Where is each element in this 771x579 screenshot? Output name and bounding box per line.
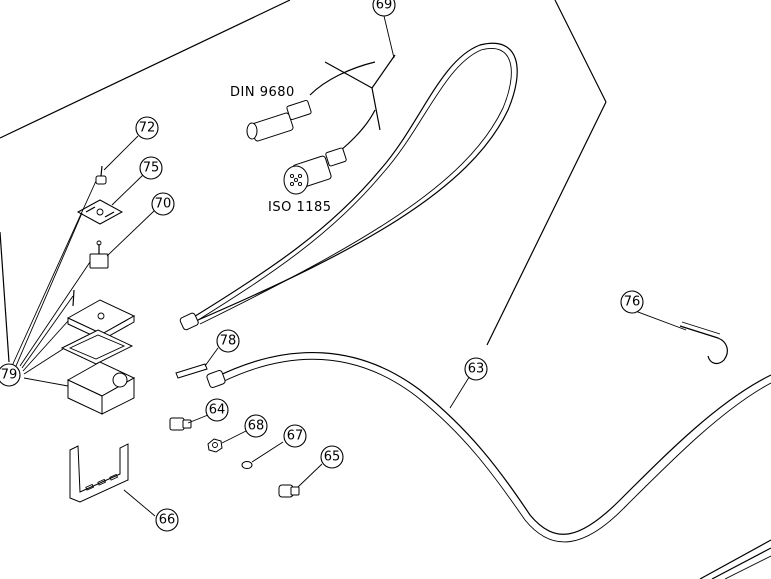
callout-67: 67 (283, 424, 307, 448)
leader-lines (11, 15, 687, 517)
callout-63: 63 (464, 357, 488, 381)
svg-text:69: 69 (376, 0, 393, 13)
svg-text:66: 66 (159, 513, 176, 528)
rail-lines (699, 539, 771, 579)
probe-78 (175, 363, 208, 379)
callout-78: 78 (216, 329, 240, 353)
hook-76 (679, 321, 728, 365)
bracket-66 (69, 443, 129, 503)
callout-70: 70 (151, 192, 175, 216)
washer-67 (241, 461, 253, 469)
svg-text:70: 70 (155, 197, 172, 212)
svg-text:64: 64 (209, 403, 226, 418)
callout-75: 75 (139, 156, 163, 180)
svg-text:78: 78 (220, 334, 237, 349)
callout-79: 79 (0, 363, 21, 387)
cable-63 (206, 351, 771, 543)
svg-text:75: 75 (143, 161, 160, 176)
callout-64: 64 (205, 398, 229, 422)
knob-65 (278, 484, 300, 498)
svg-text:67: 67 (287, 429, 304, 444)
svg-text:65: 65 (324, 450, 341, 465)
plate-75 (76, 199, 124, 225)
callout-76: 76 (620, 290, 644, 314)
block-70 (89, 240, 109, 269)
callout-68: 68 (244, 414, 268, 438)
connector-64 (169, 417, 192, 431)
svg-text:72: 72 (139, 121, 156, 136)
svg-text:68: 68 (248, 419, 265, 434)
callout-72: 72 (135, 116, 159, 140)
svg-text:63: 63 (468, 362, 485, 377)
din-plug (246, 99, 312, 142)
cable-69 (179, 42, 518, 331)
iso-label: ISO 1185 (268, 200, 332, 215)
junction-box-79 (60, 289, 136, 415)
callout-66: 66 (155, 508, 179, 532)
svg-text:76: 76 (624, 295, 641, 310)
callout-69: 69 (372, 0, 396, 17)
screw-72 (95, 165, 107, 185)
iso-socket (283, 147, 347, 195)
svg-text:79: 79 (1, 368, 18, 383)
frame-lines (0, 0, 607, 363)
nut-68 (207, 438, 223, 453)
din-label: DIN 9680 (230, 85, 295, 100)
callout-65: 65 (320, 445, 344, 469)
